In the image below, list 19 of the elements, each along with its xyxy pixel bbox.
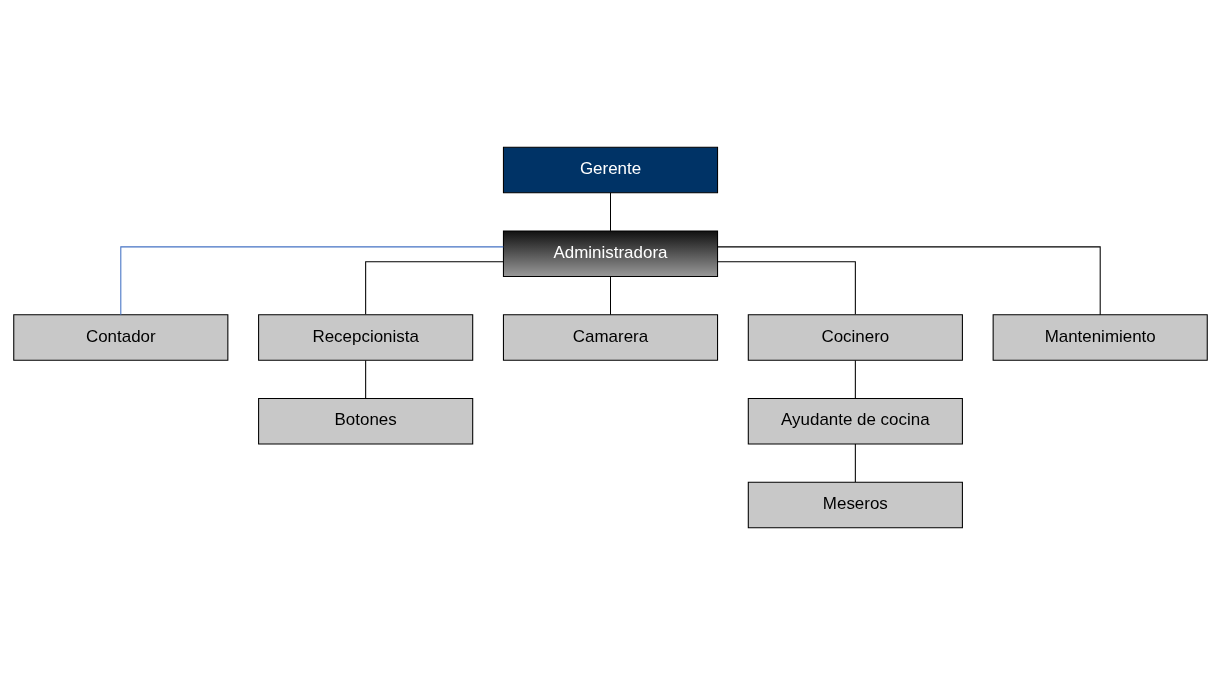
node-box: Administradora: [502, 230, 719, 278]
node-box: Meseros: [747, 481, 963, 529]
node-box: Contador: [13, 314, 229, 361]
connector: [854, 359, 856, 399]
node-box: Recepcionista: [258, 314, 474, 361]
node-box: Gerente: [502, 146, 719, 194]
connector: [365, 261, 504, 315]
node-box: Mantenimiento: [992, 314, 1208, 361]
node-box: Camarera: [502, 314, 719, 361]
connector: [120, 246, 504, 316]
connector: [609, 276, 612, 316]
connector: [854, 443, 856, 483]
connector: [717, 246, 1101, 316]
connector: [609, 192, 612, 232]
connector: [365, 359, 367, 399]
connector: [717, 261, 856, 315]
node-box: Ayudante de cocina: [747, 397, 963, 445]
node-box: Cocinero: [747, 314, 963, 361]
node-box: Botones: [258, 397, 474, 445]
